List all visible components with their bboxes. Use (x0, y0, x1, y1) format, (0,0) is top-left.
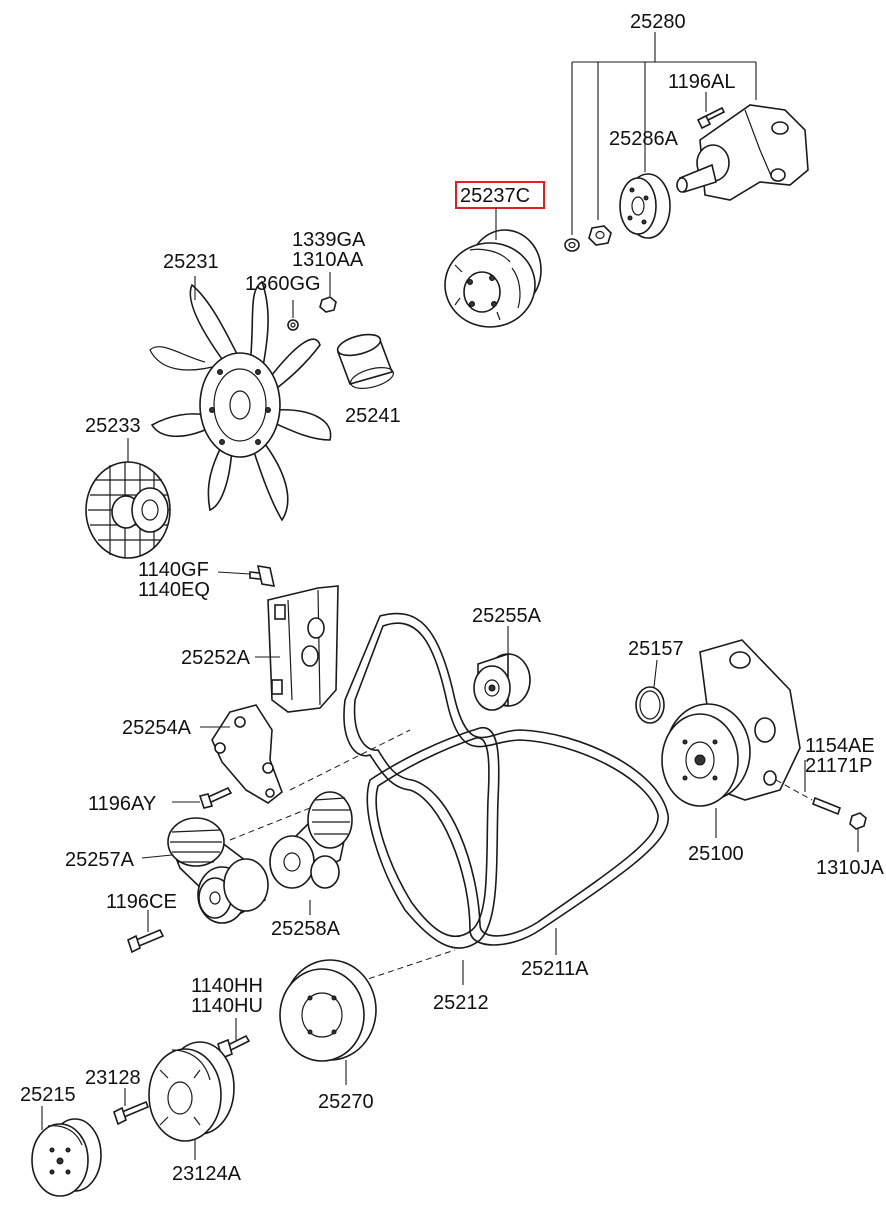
crank-pulley-25270[interactable] (279, 959, 377, 1062)
bracket-25252A[interactable] (267, 585, 339, 713)
label-1339GA: 1339GA (292, 229, 366, 251)
label-25237C: 25237C (460, 185, 530, 207)
washer-1360GG[interactable] (287, 319, 299, 331)
bolt-1196AL[interactable] (696, 92, 726, 130)
label-25215: 25215 (20, 1084, 76, 1106)
label-25255A: 25255A (472, 605, 542, 627)
water-pump-25100[interactable] (661, 639, 801, 807)
label-1360GG: 1360GG (245, 273, 321, 295)
alignment-dash (229, 799, 331, 841)
bolt-23128[interactable] (113, 1100, 150, 1126)
damper-pulley-23124A[interactable] (148, 1041, 235, 1142)
idler-pulley-25255A[interactable] (473, 652, 531, 711)
label-25100: 25100 (688, 843, 744, 865)
label-25258A: 25258A (271, 918, 341, 940)
alignment-dash-4 (775, 779, 813, 801)
label-25233: 25233 (85, 415, 141, 437)
label-25286A: 25286A (609, 128, 679, 150)
cooling-fan-25231[interactable] (149, 280, 332, 522)
label-25252A: 25252A (181, 647, 251, 669)
pulley-25215[interactable] (31, 1118, 102, 1197)
label-1140EQ: 1140EQ (138, 579, 210, 601)
drive-belt-25212[interactable] (366, 727, 500, 949)
label-25254A: 25254A (122, 717, 192, 739)
leader-1140GF (217, 571, 251, 575)
label-1140GF: 1140GF (138, 559, 209, 581)
label-1310AA: 1310AA (292, 249, 364, 271)
label-25157: 25157 (628, 638, 684, 660)
label-1196AL: 1196AL (668, 71, 735, 93)
bracket-leader-25280 (571, 32, 757, 235)
label-1196CE: 1196CE (106, 891, 177, 913)
label-21171P: 21171P (805, 755, 872, 777)
idler-bracket-25254A[interactable] (211, 704, 283, 804)
oring-25157[interactable] (635, 686, 665, 724)
label-25270: 25270 (318, 1091, 374, 1113)
spacer-25241[interactable] (335, 331, 395, 393)
label-23128: 23128 (85, 1067, 141, 1089)
leader-25157 (653, 659, 658, 688)
leader-25257A (141, 854, 173, 859)
bolt-1140GF[interactable] (249, 565, 276, 587)
label-25231: 25231 (163, 251, 219, 273)
label-25280: 25280 (630, 11, 686, 33)
nut-1339GA[interactable] (319, 296, 337, 313)
label-1140HH: 1140HH (191, 975, 263, 997)
hub-25286A[interactable] (619, 173, 671, 239)
tensioner-25257A[interactable] (167, 817, 269, 924)
fan-drive-housing-25280[interactable] (676, 104, 809, 201)
nut[interactable] (588, 225, 612, 246)
alignment-dash-3 (349, 949, 456, 986)
label-1140HU: 1140HU (191, 995, 263, 1017)
nut-1310JA[interactable] (849, 812, 867, 830)
label-25211A: 25211A (521, 958, 589, 980)
label-1196AY: 1196AY (88, 793, 156, 815)
label-1154AE: 1154AE (805, 735, 875, 757)
pulley-25237C[interactable] (444, 229, 542, 328)
fan-clutch-25233[interactable] (85, 461, 171, 559)
alignment-dash-2 (289, 729, 411, 791)
label-25241: 25241 (345, 405, 401, 427)
label-25257A: 25257A (65, 849, 135, 871)
highlight-box-25237C (455, 181, 545, 209)
label-25212: 25212 (433, 992, 489, 1014)
washer[interactable] (564, 238, 580, 252)
plug-1154AE[interactable] (812, 796, 841, 816)
label-1310JA: 1310JA (816, 857, 884, 879)
label-23124A: 23124A (172, 1163, 242, 1185)
bolt-1196AY[interactable] (198, 786, 233, 809)
bolt-1196CE[interactable] (127, 928, 165, 954)
tensioner-pulley-25258A[interactable] (269, 791, 353, 889)
